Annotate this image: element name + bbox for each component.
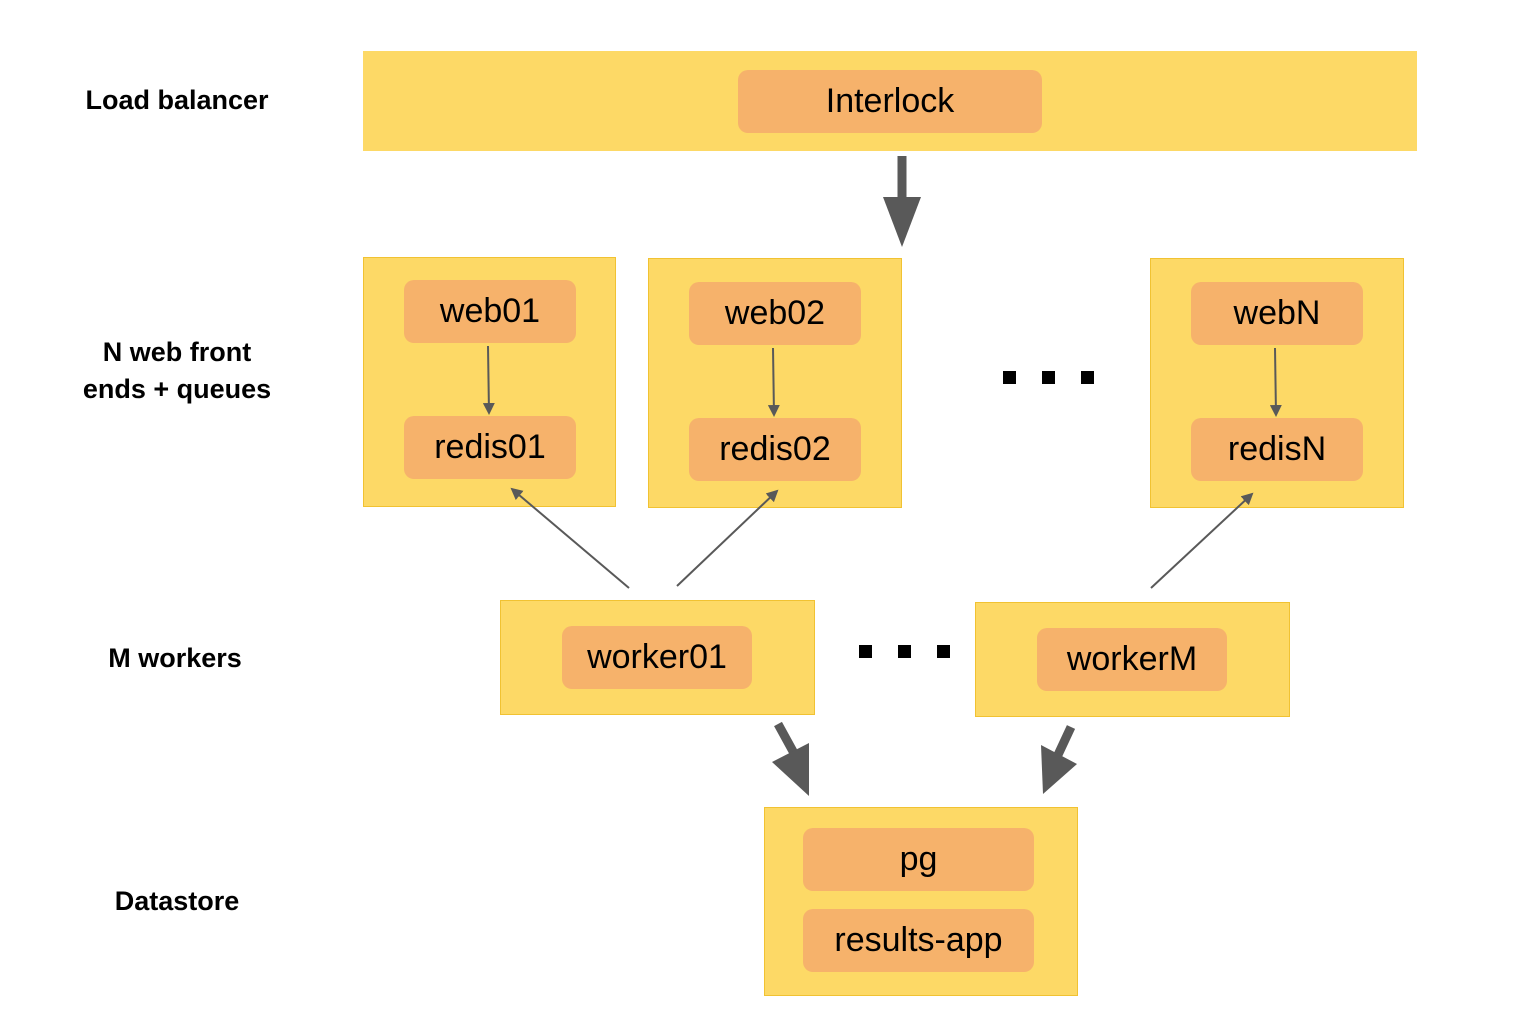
web01-node: web01 [404, 280, 576, 343]
ellipsis-dot [1042, 371, 1055, 384]
interlock-node: Interlock [738, 70, 1042, 133]
worker01-to-datastore-arrow [772, 721, 809, 796]
web-ellipsis [1003, 371, 1094, 384]
webN-node: webN [1191, 282, 1363, 345]
ellipsis-dot [859, 645, 872, 658]
redis01-node: redis01 [404, 416, 576, 479]
pg-node: pg [803, 828, 1034, 891]
workerM-node: workerM [1037, 628, 1227, 691]
row-label-workers: M workers [108, 643, 242, 673]
ellipsis-dot [898, 645, 911, 658]
workerM-to-datastore-arrow [1041, 725, 1077, 794]
worker-ellipsis [859, 645, 950, 658]
worker01-node: worker01 [562, 626, 752, 689]
redisN-node: redisN [1191, 418, 1363, 481]
web02-node: web02 [689, 282, 861, 345]
interlock-to-web-arrow [883, 156, 921, 247]
row-label-web-front-ends: N web front ends + queues [82, 337, 272, 404]
ellipsis-dot [1081, 371, 1094, 384]
row-label-load-balancer: Load balancer [85, 85, 269, 115]
ellipsis-dot [1003, 371, 1016, 384]
results-app-node: results-app [803, 909, 1034, 972]
workerM-to-redisN-arrow [1150, 492, 1254, 589]
ellipsis-dot [937, 645, 950, 658]
redis02-node: redis02 [689, 418, 861, 481]
row-label-datastore: Datastore [114, 886, 240, 916]
